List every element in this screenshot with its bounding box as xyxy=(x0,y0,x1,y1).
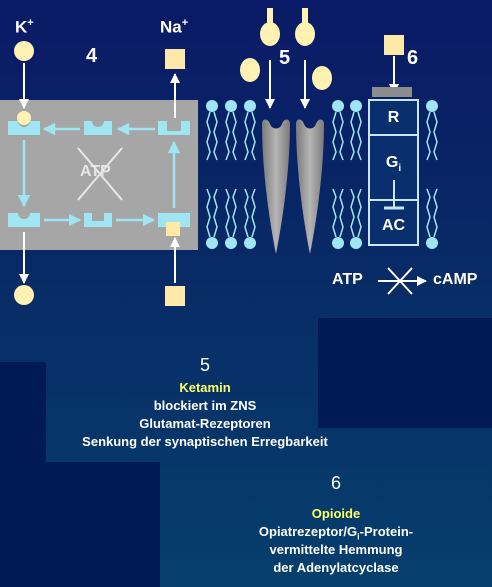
text6-line-2: vermittelte Hemmung xyxy=(269,542,403,557)
opioid-ligand xyxy=(384,35,404,55)
text5-number: 5 xyxy=(199,355,210,375)
atp-camp-cross-2 xyxy=(387,267,413,295)
sodium-ion-out xyxy=(165,49,185,69)
potassium-bound xyxy=(17,111,31,125)
label-4: 4 xyxy=(86,45,98,67)
binding-site-tl xyxy=(8,121,40,135)
dark-block-bottom xyxy=(46,462,160,587)
receptor-complex xyxy=(368,99,419,246)
channel-right xyxy=(296,119,324,254)
phospholipid xyxy=(225,100,237,249)
text6-number: 6 xyxy=(330,473,341,493)
receptor-cap xyxy=(372,87,412,97)
phospholipid xyxy=(244,100,256,249)
binding-site-bl xyxy=(8,213,40,227)
binding-site-tm xyxy=(84,121,112,135)
atp-cross xyxy=(77,147,123,201)
binding-site-bm xyxy=(84,213,112,227)
sodium-ion-in xyxy=(165,286,185,306)
potassium-ion-in xyxy=(14,285,34,305)
label-5: 5 xyxy=(279,47,291,69)
binding-site-tr xyxy=(158,121,190,135)
channel-left xyxy=(262,119,290,254)
potassium-ion-out xyxy=(14,41,34,61)
sodium-bound xyxy=(166,222,180,236)
dark-block-right xyxy=(318,318,492,428)
cell-membrane xyxy=(206,100,438,249)
dark-block-left xyxy=(0,362,46,587)
phospholipid xyxy=(426,100,438,249)
phospholipid xyxy=(332,100,344,249)
text6-title: Opioide xyxy=(311,506,361,521)
gprotein-label: Gi xyxy=(385,154,402,175)
atp-pump-label: ATP xyxy=(80,163,111,180)
atp-label: ATP xyxy=(332,271,363,288)
ketamine-3 xyxy=(240,58,260,82)
phospholipid xyxy=(350,100,362,249)
text5-line-2: Glutamat-Rezeptoren xyxy=(139,416,271,431)
ketamine-2 xyxy=(295,22,315,46)
text5-line-3: Senkung der synaptischen Erregbarkeit xyxy=(82,434,328,449)
pump-cycle-arrows xyxy=(17,122,181,227)
text6-line-3: der Adenylatcyclase xyxy=(273,560,399,575)
text6-line-1: Opiatrezeptor/Gi-Protein- xyxy=(258,524,414,542)
ketamine-1 xyxy=(260,22,280,46)
text5-title: Ketamin xyxy=(179,380,231,395)
receptor-label: R xyxy=(387,109,400,126)
camp-label: cAMP xyxy=(433,271,478,288)
potassium-label: K+ xyxy=(15,17,34,37)
text5-line-1: blockiert im ZNS xyxy=(153,398,257,413)
label-6: 6 xyxy=(407,47,419,69)
enzyme-label: AC xyxy=(381,217,406,234)
ketamine-4 xyxy=(312,66,332,90)
pump-binding-sites xyxy=(8,121,190,227)
phospholipid xyxy=(206,100,218,249)
sodium-label: Na+ xyxy=(160,17,189,37)
ketamine-molecules xyxy=(240,8,332,90)
